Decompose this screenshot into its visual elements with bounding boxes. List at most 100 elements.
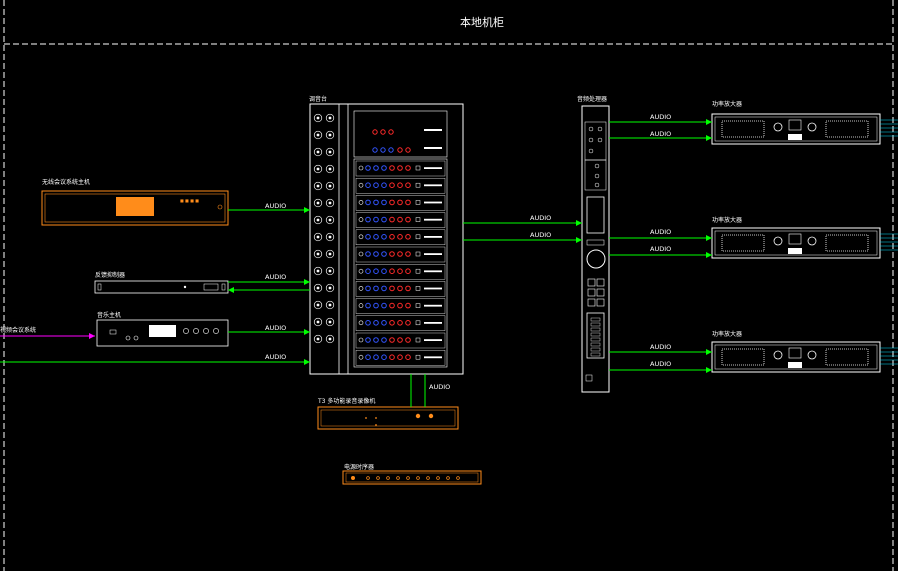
knob-icon (405, 165, 411, 171)
vent-grille (825, 234, 869, 252)
amplifier-panel (714, 116, 878, 142)
fader-icon (424, 129, 442, 131)
signal-label: AUDIO (650, 245, 671, 253)
led-icon (376, 476, 380, 480)
vent-grille (825, 120, 869, 138)
jack-pin-icon (316, 337, 320, 341)
knob-icon (358, 286, 364, 291)
knob-icon (397, 302, 403, 309)
jack-icon (325, 113, 335, 123)
fader-icon (424, 184, 442, 187)
knob-icon (373, 251, 379, 257)
knob-icon (405, 268, 411, 275)
jack-pin-icon (316, 116, 320, 120)
processor-device: 音频处理器 (577, 95, 610, 393)
knob-icon (389, 337, 395, 343)
knob-icon (389, 165, 395, 171)
knob-icon (389, 268, 395, 275)
knob-icon (373, 302, 379, 309)
signal-label: AUDIO (265, 324, 286, 332)
button-icon (415, 165, 421, 171)
signal-label: AUDIO (650, 228, 671, 236)
knob-icon (358, 354, 364, 360)
jack-icon (325, 215, 335, 225)
fader-icon (424, 270, 442, 273)
jack-icon (313, 130, 323, 140)
knob-icon (773, 350, 783, 360)
knob-icon (807, 122, 817, 132)
button-icon (415, 320, 421, 326)
channel-strip (355, 160, 446, 177)
knob-icon (397, 199, 403, 206)
amplifier-panel (714, 230, 878, 256)
knob-icon (372, 147, 378, 153)
knob-icon (381, 216, 387, 223)
knob-icon (381, 234, 387, 240)
jack-pin-icon (316, 235, 320, 239)
jack-pin-icon (316, 303, 320, 307)
left-source-label: 视频会议系统 (0, 326, 36, 334)
amplifier-3 (711, 341, 898, 373)
knob-icon (381, 302, 387, 309)
knob-icon (381, 182, 387, 188)
signal-proc-amp2-b-arrow (706, 252, 712, 258)
jack-pin-icon (328, 133, 332, 137)
knob-icon (358, 251, 364, 257)
signal-proc-amp1-a-arrow (706, 119, 712, 125)
channel-strip (355, 298, 446, 314)
jack-pin-icon (328, 286, 332, 290)
meter-bar (590, 337, 601, 342)
fader-icon (424, 356, 442, 359)
jack-pin-icon (316, 201, 320, 205)
knob-icon (405, 354, 411, 361)
power-sequencer-leds (366, 476, 460, 480)
knob-icon (365, 354, 371, 361)
button-icon (415, 303, 421, 308)
feedback-suppressor-label: 反馈抑制器 (95, 271, 125, 279)
knob-icon (405, 182, 411, 188)
signal-label: AUDIO (429, 383, 450, 391)
signal-label: AUDIO (530, 214, 551, 222)
fader-icon (424, 167, 442, 169)
signal-suppressor-out-arrow (228, 287, 234, 293)
knob-icon (389, 199, 395, 206)
knob-icon (358, 200, 364, 205)
signal-label: AUDIO (265, 202, 286, 210)
knob-icon (405, 199, 411, 206)
button-icon (587, 298, 596, 307)
channel-strip (355, 264, 446, 280)
knob-icon (380, 147, 386, 153)
jack-icon (325, 334, 335, 344)
mixer-channel-strips (355, 129, 446, 366)
knob-icon (397, 234, 403, 240)
signal-host-to-mixer-arrow (304, 207, 310, 213)
knob-icon (365, 216, 371, 223)
knob-icon (397, 354, 403, 361)
led-icon (456, 476, 460, 480)
knob-icon (807, 350, 817, 360)
wireless-host-label: 无线会议系统主机 (42, 178, 90, 186)
signal-mixer-to-processor-2-arrow (576, 237, 582, 243)
jack-icon (313, 215, 323, 225)
player-device: 音乐主机 (96, 311, 229, 347)
jack-icon (325, 130, 335, 140)
channel-strip (355, 212, 446, 228)
processor-label: 音频处理器 (577, 95, 607, 103)
jack-icon (313, 249, 323, 259)
button-icon (415, 268, 421, 274)
jack-icon (325, 198, 335, 208)
knob-icon (373, 234, 379, 240)
cabinet-title: 本地机柜 (460, 15, 504, 29)
jack-pin-icon (316, 252, 320, 256)
led-icon (426, 476, 430, 480)
knob-icon (380, 129, 386, 135)
jack-pin-icon (328, 167, 332, 171)
knob-icon (373, 182, 379, 188)
vent-grille (825, 348, 869, 366)
jack-pin-icon (316, 150, 320, 154)
knob-icon (397, 268, 403, 275)
knob-icon (405, 234, 411, 240)
knob-icon (372, 129, 378, 135)
knob-icon (397, 285, 403, 292)
jack-pin-icon (316, 218, 320, 222)
